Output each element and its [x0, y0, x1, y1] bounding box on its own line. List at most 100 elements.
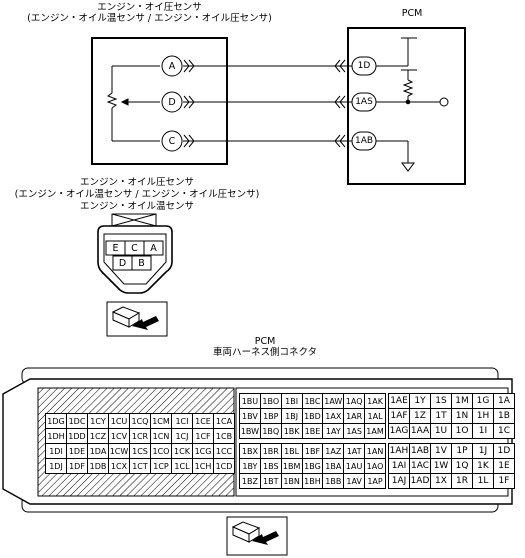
pin-cell: 1CA	[213, 413, 235, 429]
pin-cell: 1AV	[343, 473, 366, 489]
wire-a	[183, 59, 352, 73]
harness-title: PCM	[254, 336, 276, 347]
connector-face-pin: B	[138, 258, 145, 269]
harness-subtitle: 車両ハーネス側コネクタ	[212, 347, 318, 358]
pin-cell: 1CM	[150, 413, 172, 429]
sensor-pin-label: C	[168, 136, 176, 147]
pcm-pin-label: 1AS	[355, 97, 373, 107]
pin-cell: 1BF	[301, 443, 324, 459]
connector-face-pin: A	[150, 243, 157, 254]
pin-cell: 1DJ	[45, 458, 67, 474]
pin-cell: 1CZ	[87, 428, 109, 444]
pin-cell: 1O	[451, 423, 473, 439]
pin-cell: 1DI	[45, 443, 67, 459]
pin-cell: 1CL	[171, 458, 193, 474]
pin-cell: 1AG	[388, 423, 410, 439]
connector-view-line1: エンジン・オイル圧センサ	[79, 177, 194, 188]
pin-cell: 1BN	[280, 473, 303, 489]
pin-cell: 1CW	[108, 443, 130, 459]
pin-cell: 1E	[493, 458, 515, 474]
pin-cell: 1DE	[66, 443, 88, 459]
pin-cell: 1CQ	[129, 413, 151, 429]
wire-d	[183, 95, 352, 109]
pin-cell: 1BT	[259, 473, 282, 489]
pin-cell: 1V	[430, 443, 452, 459]
pin-cell: 1BQ	[259, 423, 282, 439]
pin-cell: 1BL	[280, 443, 303, 459]
pin-cell: 1AM	[364, 423, 386, 439]
pcm-internal-circuit	[376, 37, 449, 172]
pin-cell: 1AH	[388, 443, 410, 459]
pin-cell: 1BX	[239, 443, 261, 459]
pin-cell: 1AQ	[343, 393, 366, 409]
pin-cell: 1CX	[108, 458, 130, 474]
pin-cell: 1DB	[87, 458, 109, 474]
pin-cell: 1K	[472, 458, 494, 474]
pin-cell: 1AL	[364, 408, 386, 424]
pin-cell: 1BM	[280, 458, 303, 474]
pin-cell: 1Q	[451, 458, 473, 474]
pin-cell: 1CY	[87, 413, 109, 429]
pin-cell: 1C	[493, 423, 515, 439]
pin-cell: 1BD	[301, 408, 324, 424]
pin-cell: 1P	[451, 443, 473, 459]
sensor-subtitle: (エンジン・オイル温センサ / エンジン・オイル圧センサ)	[27, 13, 272, 24]
pin-cell: 1DH	[45, 428, 67, 444]
pin-cell: 1Z	[409, 408, 431, 424]
pin-cell: 1AS	[343, 423, 366, 439]
pin-cell: 1L	[472, 473, 494, 489]
pcm-box	[347, 27, 466, 185]
harness-side-icon-upper	[106, 301, 168, 337]
pin-cell: 1BB	[322, 473, 345, 489]
pin-cell: 1D	[493, 443, 515, 459]
pin-cell: 1T	[430, 408, 452, 424]
pin-cell: 1W	[430, 458, 452, 474]
sensor-title: エンジン・オイ圧センサ	[97, 2, 202, 13]
pin-cell: 1CS	[129, 443, 151, 459]
pin-cell: 1CD	[213, 458, 235, 474]
pin-cell: 1BC	[301, 393, 324, 409]
pin-cell: 1BY	[239, 458, 261, 474]
pin-cell: 1CU	[108, 413, 130, 429]
pin-cell: 1Y	[409, 393, 431, 409]
pin-cell: 1BR	[259, 443, 282, 459]
pin-cell: 1AK	[364, 393, 386, 409]
pin-cell: 1CB	[213, 428, 235, 444]
pin-cell: 1BE	[301, 423, 324, 439]
pin-cell: 1BG	[301, 458, 324, 474]
pin-cell: 1B	[493, 408, 515, 424]
pcm-pin-ovals	[351, 56, 377, 151]
connector-view-line3: エンジン・オイル温センサ	[79, 201, 194, 212]
pcm-title: PCM	[401, 8, 423, 19]
pin-cell: 1CR	[129, 428, 151, 444]
pin-cell: 1DD	[66, 428, 88, 444]
pin-cell: 1I	[472, 423, 494, 439]
pin-cell: 1X	[430, 473, 452, 489]
pin-cell: 1CE	[192, 413, 214, 429]
pin-cell: 1AD	[409, 473, 431, 489]
pin-cell: 1BO	[259, 393, 282, 409]
connector-view-line2: (エンジン・オイル温センサ / エンジン・オイル圧センサ)	[14, 189, 260, 200]
pin-cell: 1CO	[150, 443, 172, 459]
pin-cell: 1N	[451, 408, 473, 424]
pin-cell: 1AN	[364, 443, 386, 459]
pin-cell: 1BJ	[280, 408, 303, 424]
pin-cell: 1CF	[192, 428, 214, 444]
pin-cell: 1AW	[322, 393, 345, 409]
pin-cell: 1BI	[280, 393, 303, 409]
pin-cell: 1AR	[343, 408, 366, 424]
pin-cell: 1AP	[364, 473, 386, 489]
